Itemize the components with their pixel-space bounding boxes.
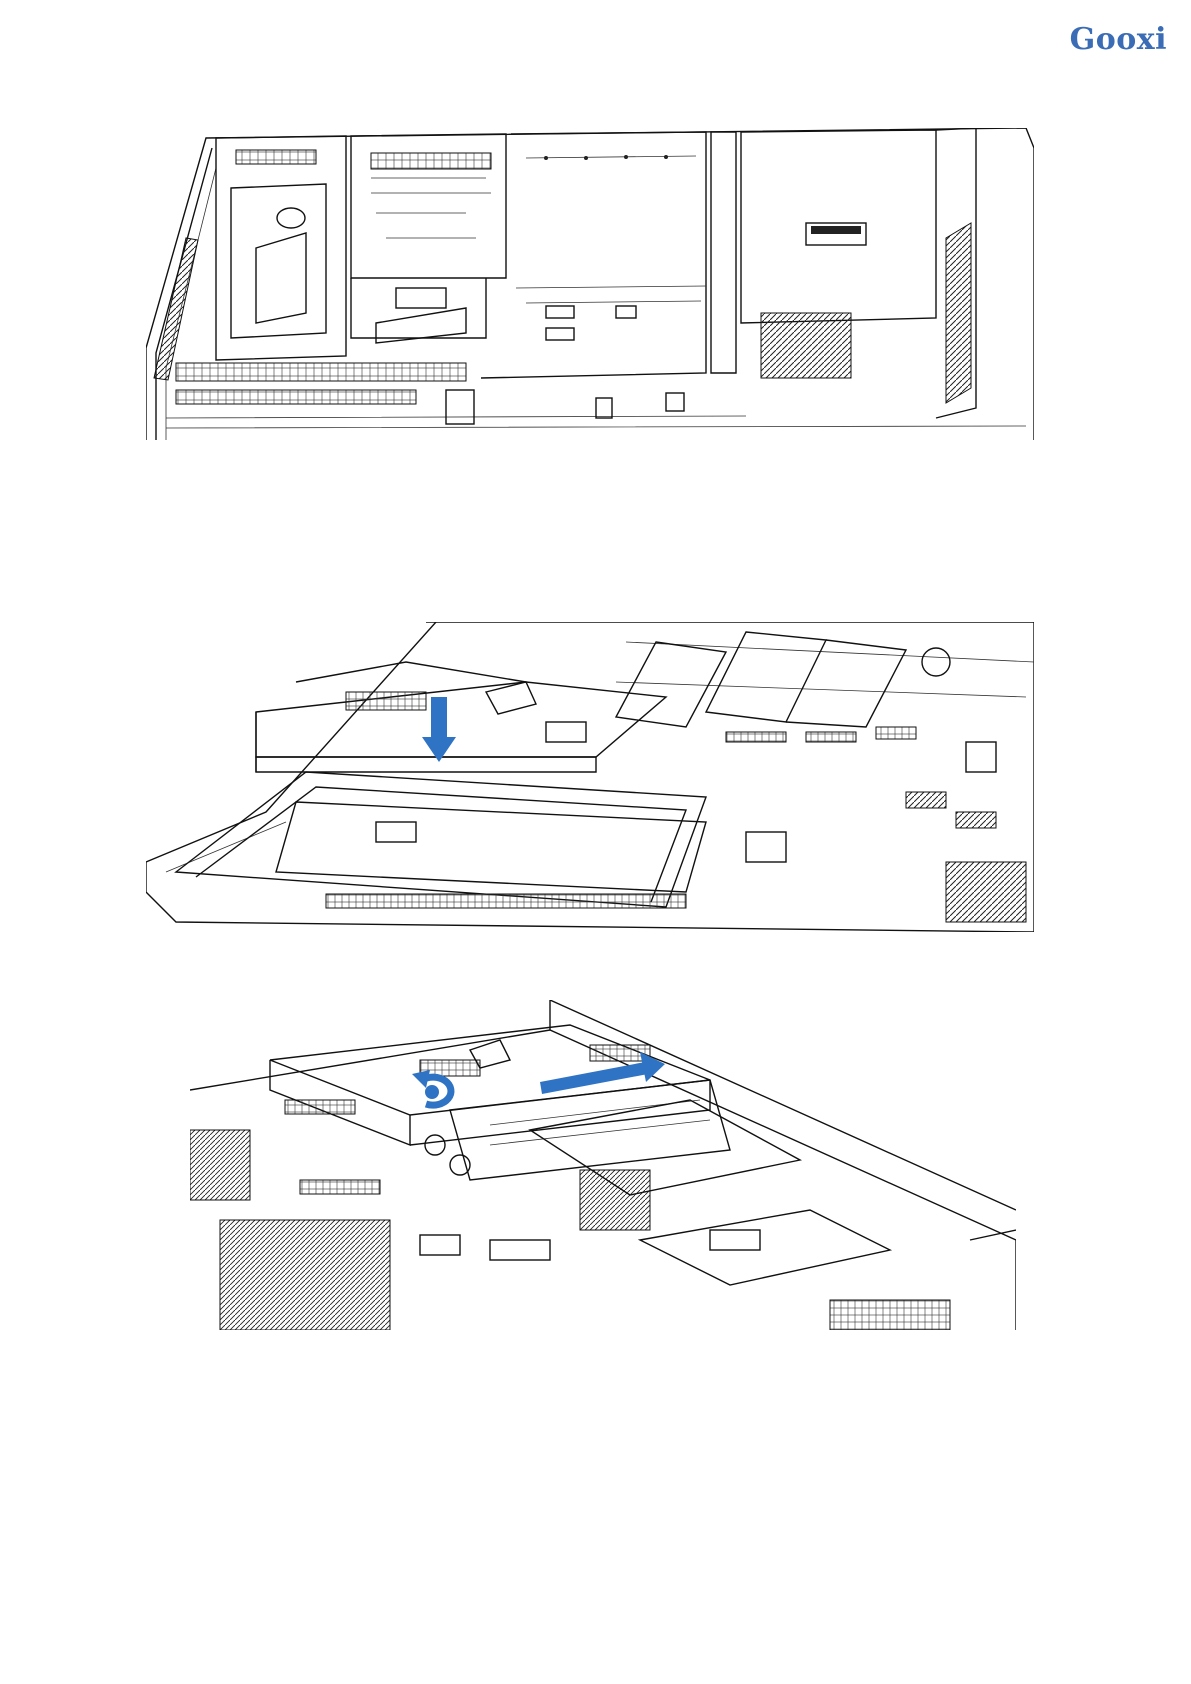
figure-chassis-overview [146, 128, 1034, 440]
insert-riser-drawing [146, 622, 1034, 932]
down-arrow-icon [422, 737, 456, 762]
insert-arrow-shaft [431, 697, 447, 742]
gooxi-logo: Gooxi [1070, 22, 1167, 57]
chassis-overview-drawing [146, 128, 1034, 440]
figure-secure-riser [190, 1000, 1016, 1330]
figure-insert-riser [146, 622, 1034, 932]
secure-riser-drawing [190, 1000, 1016, 1330]
